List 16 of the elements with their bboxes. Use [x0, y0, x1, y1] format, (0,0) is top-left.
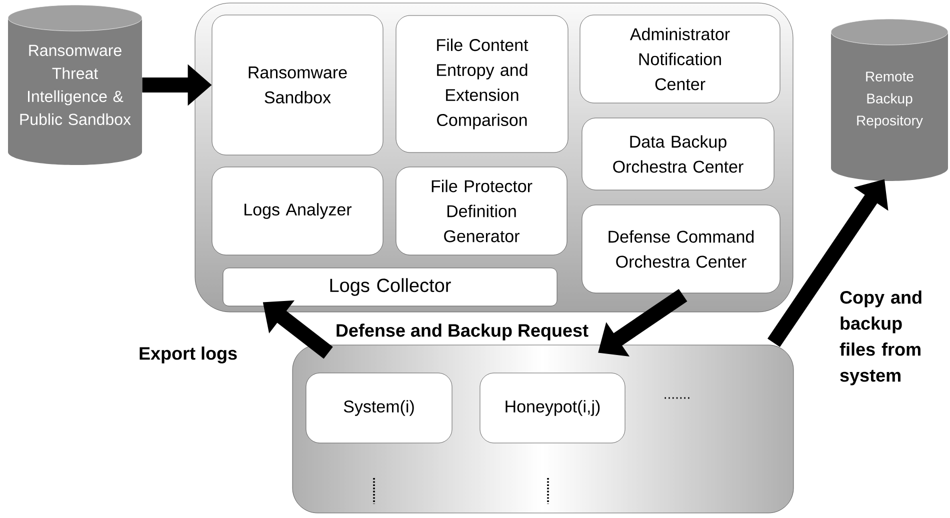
edge-label: Defense and Backup Request [336, 324, 588, 340]
module-box: File Protector Definition Generator [396, 166, 568, 256]
edge-label: Copy and backup files from system [840, 290, 922, 386]
database-cylinder: Remote Backup Repository [830, 18, 948, 181]
module-box: Data Backup Orchestra Center [582, 118, 774, 190]
module-box: Administrator Notification Center [580, 14, 780, 104]
module-box: Logs Analyzer [212, 166, 384, 256]
database-cylinder: Ransomware Threat Intelligence & Public Sandbox [8, 4, 142, 165]
module-box: Defense Command Orchestra Center [582, 204, 780, 294]
module-box: File Content Entropy and Extension Comparison [396, 15, 568, 153]
module-box: Ransomware Sandbox [212, 14, 384, 156]
module-box: Honeypot(i,j) [480, 372, 626, 444]
ellipsis-text: ....... [664, 397, 690, 399]
edge-label: Export logs [140, 346, 237, 364]
module-bar: Logs Collector [222, 268, 558, 306]
module-box: System(i) [306, 372, 452, 444]
